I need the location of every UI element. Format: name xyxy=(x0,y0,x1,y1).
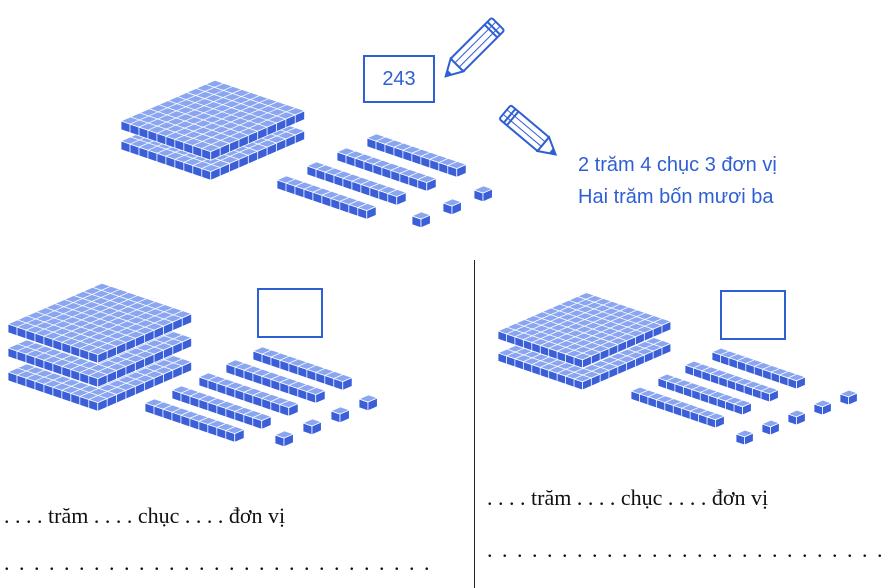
one-cube xyxy=(410,211,432,229)
exercise-left-words-line[interactable]: . . . . . . . . . . . . . . . . . . . . … xyxy=(4,550,432,575)
one-cube-top xyxy=(357,394,379,403)
one-cube-top xyxy=(838,389,859,398)
one-cube xyxy=(812,399,833,416)
pencil-icon xyxy=(444,17,505,78)
ten-rod xyxy=(656,373,753,416)
one-cube-top xyxy=(410,211,432,220)
example-blocks xyxy=(119,79,494,229)
one-cube xyxy=(734,429,755,446)
one-cube-top xyxy=(760,419,781,428)
one-cube xyxy=(786,409,807,426)
one-cube xyxy=(329,406,351,424)
ten-rod xyxy=(197,372,300,417)
one-cube xyxy=(472,185,494,203)
one-cube-top xyxy=(812,399,833,408)
one-cube-top xyxy=(329,406,351,415)
pencil-icon xyxy=(499,104,558,156)
example-words-text: Hai trăm bốn mươi ba xyxy=(578,186,774,208)
one-cube-top xyxy=(472,185,494,194)
ten-rod xyxy=(305,161,408,206)
one-cube-top xyxy=(786,409,807,418)
ten-rod xyxy=(143,398,246,443)
hundred-flat xyxy=(6,282,193,364)
one-cube xyxy=(273,430,295,448)
ten-rod xyxy=(275,175,378,220)
one-cube-top xyxy=(734,429,755,438)
ten-rod xyxy=(710,347,807,390)
column-divider xyxy=(474,260,475,588)
ten-rod xyxy=(365,133,468,178)
example-number: 243 xyxy=(382,67,416,90)
one-cube-top xyxy=(273,430,295,439)
one-cube xyxy=(760,419,781,436)
example-number-box: 243 xyxy=(363,55,435,103)
ten-rod xyxy=(629,386,726,429)
ten-rod xyxy=(251,346,354,391)
one-cube-top xyxy=(301,418,323,427)
exercise-right-fill-line[interactable]: . . . . trăm . . . . chục . . . . đơn vị xyxy=(487,485,769,510)
exercise-right-answer-box[interactable] xyxy=(720,290,786,340)
hundred-flat xyxy=(496,292,672,369)
one-cube-top xyxy=(441,198,463,207)
ten-rod xyxy=(170,385,273,430)
example-expanded-text: 2 trăm 4 chục 3 đơn vị xyxy=(578,154,777,176)
ten-rod xyxy=(224,359,327,404)
exercise-left-blocks xyxy=(6,282,379,448)
exercise-left-fill-line[interactable]: . . . . trăm . . . . chục . . . . đơn vị xyxy=(4,503,286,528)
one-cube xyxy=(301,418,323,436)
ten-rod xyxy=(335,147,438,192)
one-cube xyxy=(838,389,859,406)
one-cube xyxy=(441,198,463,216)
hundred-flat xyxy=(119,79,306,161)
exercise-right-words-line[interactable]: . . . . . . . . . . . . . . . . . . . . … xyxy=(487,537,887,562)
one-cube xyxy=(357,394,379,412)
ten-rod xyxy=(683,360,780,403)
exercise-right-blocks xyxy=(496,292,859,446)
exercise-left-answer-box[interactable] xyxy=(257,288,323,338)
